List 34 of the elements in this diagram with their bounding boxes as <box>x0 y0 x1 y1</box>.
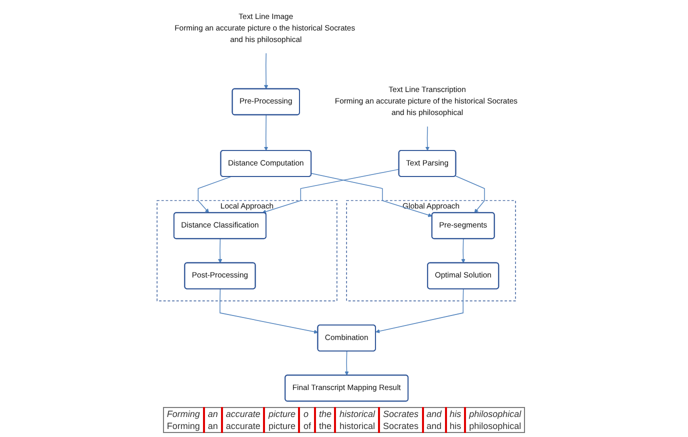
table-cell: historical <box>335 408 379 420</box>
table-cell: philosophical <box>465 408 525 420</box>
table-cell: the <box>314 420 336 432</box>
table-cell: the <box>314 408 336 420</box>
arrow <box>198 176 232 214</box>
table-cell: Forming <box>163 420 204 432</box>
arrow <box>264 52 268 90</box>
table-cell: and <box>422 420 446 432</box>
arrow <box>220 288 318 334</box>
table-cell: of <box>299 420 315 432</box>
table-cell: historical <box>335 420 379 432</box>
table-cell: and <box>422 408 446 420</box>
table-cell: an <box>204 408 222 420</box>
arrow <box>310 173 432 218</box>
table-cell: his <box>446 420 466 432</box>
arrow <box>262 168 400 214</box>
arrow <box>461 238 466 264</box>
arrow <box>344 350 349 376</box>
arrow <box>264 114 268 151</box>
table-cell: accurate <box>222 420 264 432</box>
table-cell: Socrates <box>379 420 423 432</box>
table-cell: picture <box>264 408 300 420</box>
arrow <box>425 126 430 151</box>
table-cell: picture <box>264 420 300 432</box>
table-cell: Socrates <box>379 408 423 420</box>
table-cell: o <box>299 408 315 420</box>
table-cell: his <box>446 408 466 420</box>
arrow <box>218 238 222 264</box>
table-cell: an <box>204 420 222 432</box>
table-cell: Forming <box>163 408 204 420</box>
table-cell: accurate <box>222 408 264 420</box>
table-cell: philosophical <box>465 420 525 432</box>
arrow <box>376 288 464 334</box>
arrow <box>455 176 485 214</box>
